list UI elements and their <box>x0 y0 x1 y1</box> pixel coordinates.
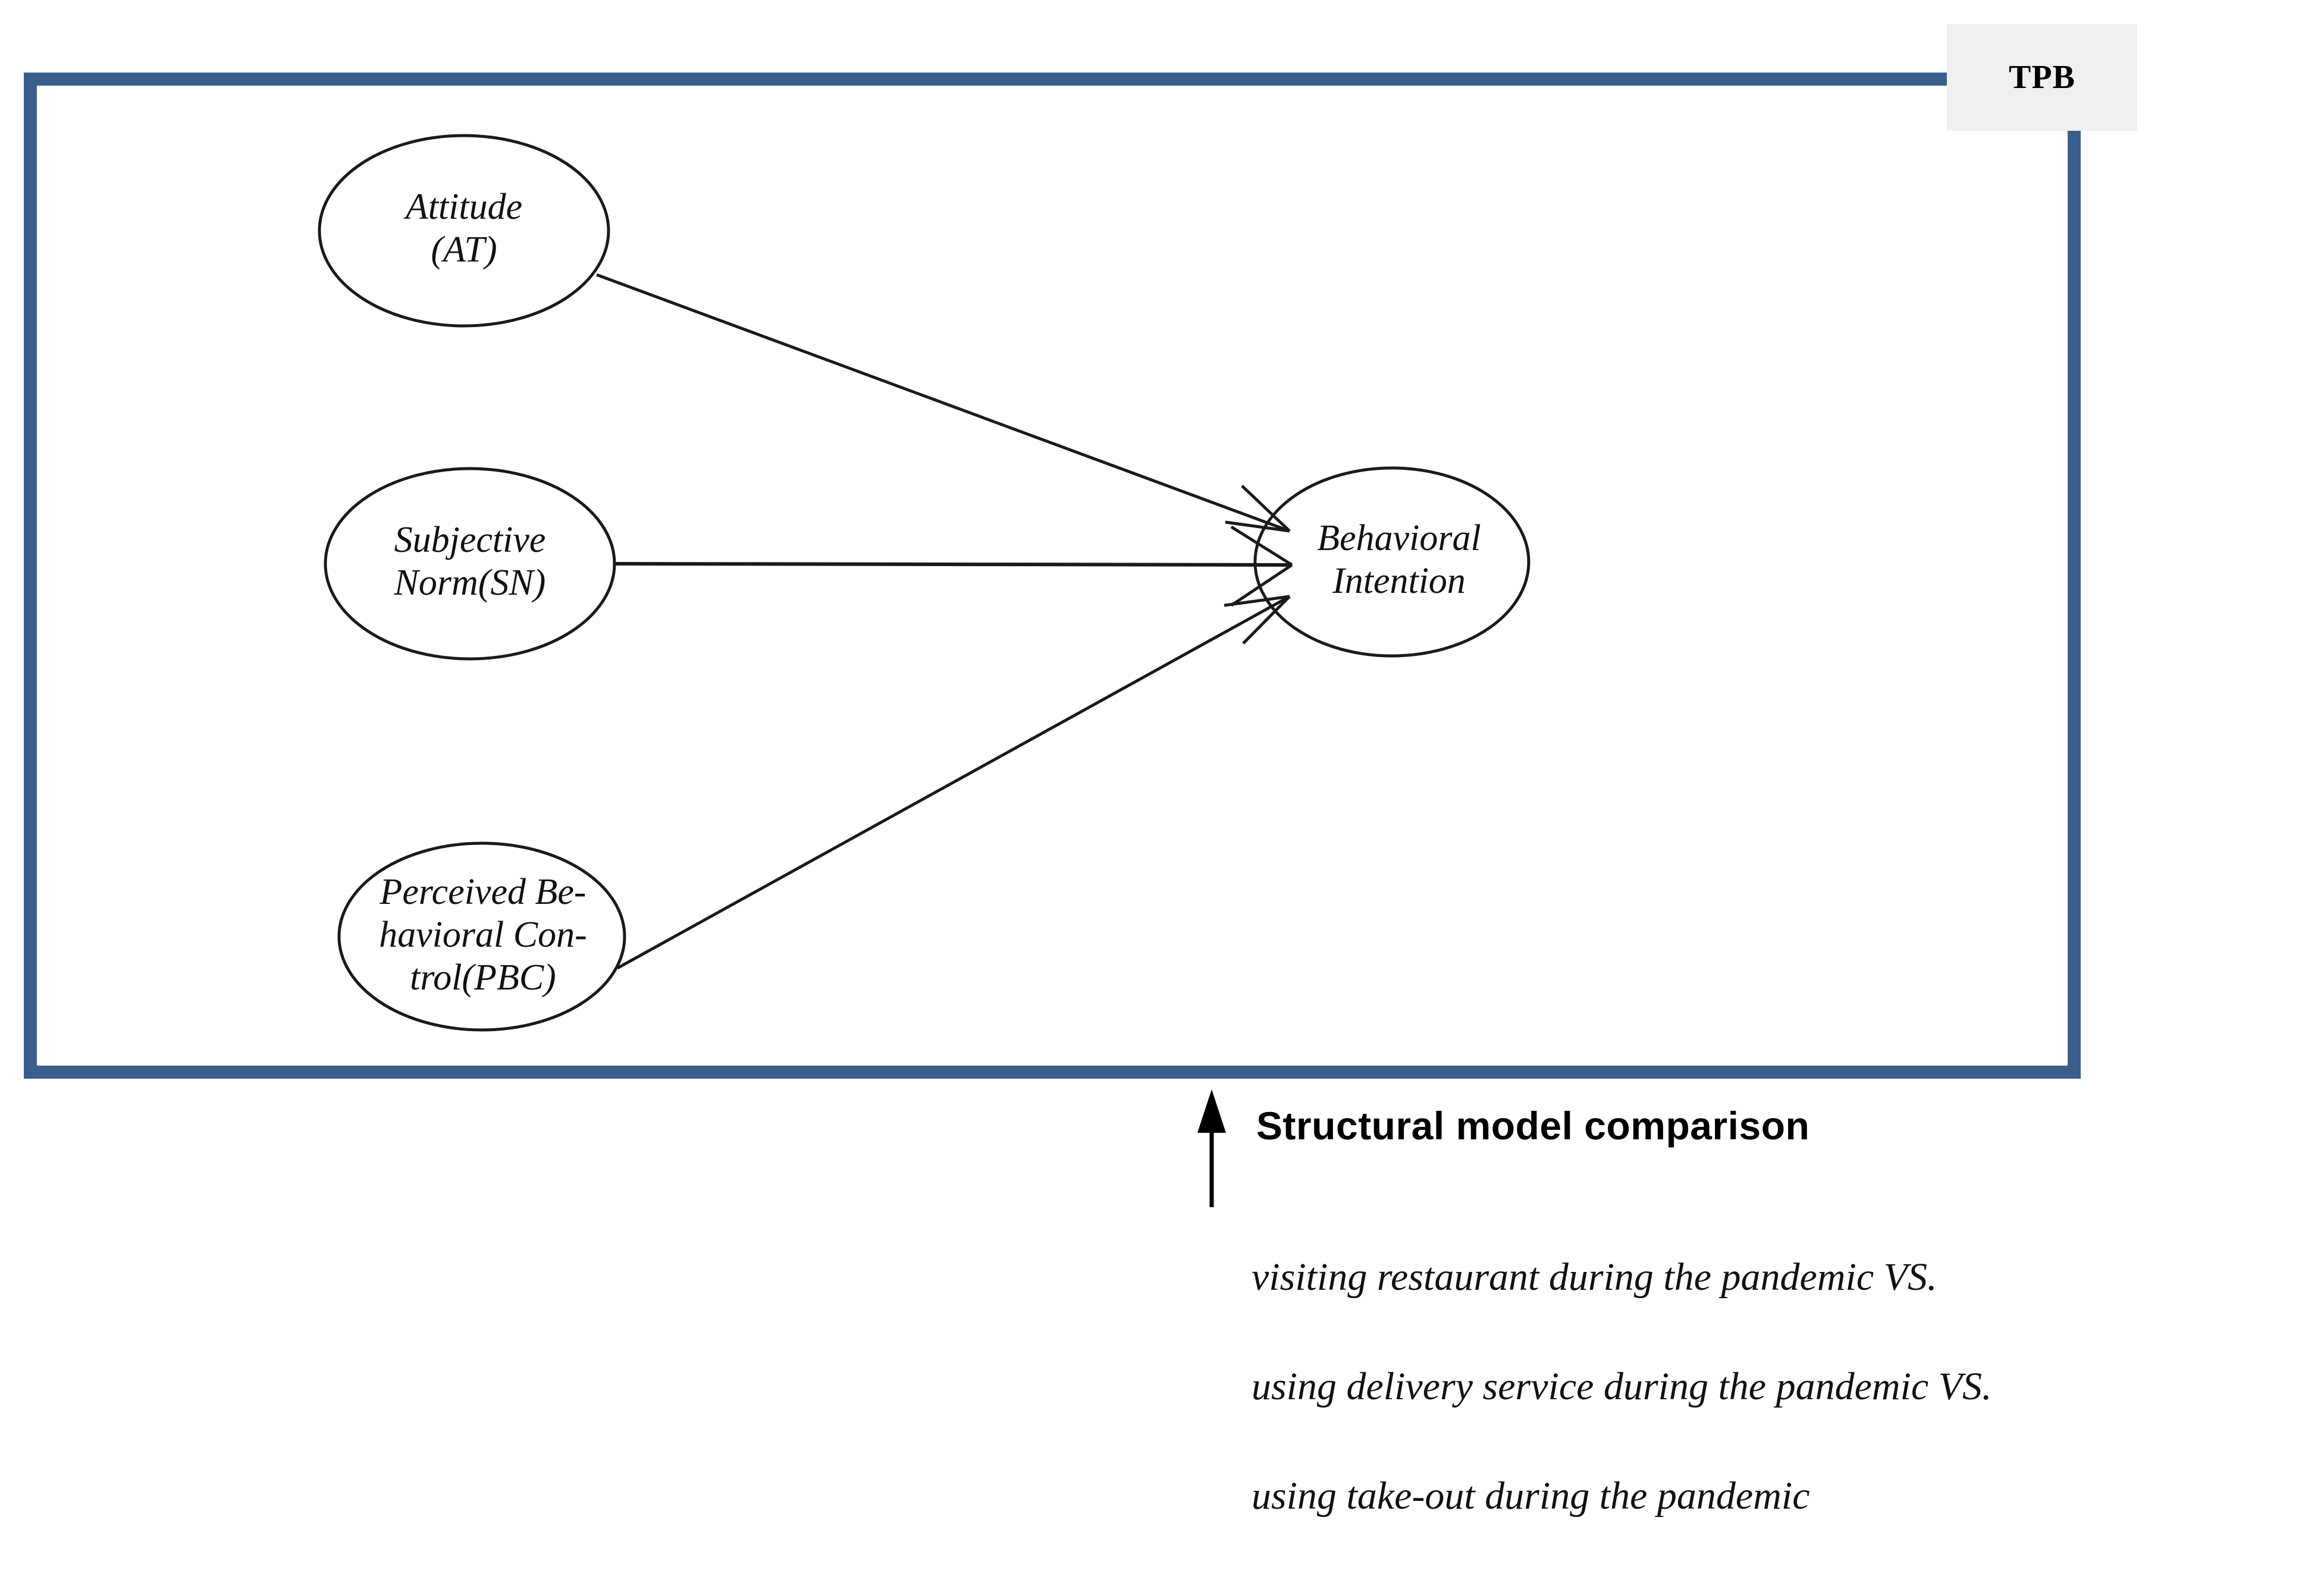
node-subjective-norm: Subjective Norm(SN) <box>324 467 616 661</box>
subjective-norm-ellipse <box>324 467 616 661</box>
pbc-ellipse <box>337 841 626 1032</box>
subjective-norm-label-line1: Subjective <box>394 520 546 560</box>
pbc-label-line1: Perceived Be- <box>379 872 586 912</box>
comparison-item-2: using delivery service during the pandem… <box>1252 1365 1992 1408</box>
attitude-label-line2: (AT) <box>431 230 497 270</box>
node-perceived-behavioral-control: Perceived Be- havioral Con- trol(PBC) <box>337 841 626 1032</box>
comparison-pointer-arrow <box>1197 1089 1226 1207</box>
pbc-label-line2: havioral Con- <box>379 915 587 955</box>
comparison-item-3: using take-out during the pandemic <box>1252 1474 1810 1518</box>
behavioral-intention-label-line1: Behavioral <box>1317 518 1481 558</box>
edge-subjective-norm-to-intention <box>615 525 1293 607</box>
structural-model-comparison-label: Structural model comparison <box>1256 1104 1810 1148</box>
edge-attitude-to-intention <box>596 273 1291 533</box>
subjective-norm-label-line2: Norm(SN) <box>394 563 546 603</box>
node-behavioral-intention: Behavioral Intention <box>1253 466 1530 658</box>
comparison-arrow-head <box>1197 1089 1226 1133</box>
edge-attitude-arrowhead <box>1225 485 1291 533</box>
tpb-model-frame <box>24 73 2081 1079</box>
edge-pbc-to-intention <box>616 595 1291 970</box>
edge-subjective-norm-arrowhead <box>1230 525 1293 607</box>
edge-pbc-arrowhead <box>1224 595 1291 645</box>
edge-pbc-line <box>616 595 1291 970</box>
pbc-label-line3: trol(PBC) <box>410 957 556 998</box>
node-attitude: Attitude (AT) <box>318 134 610 328</box>
tpb-tab: TPB <box>1947 24 2137 131</box>
edge-subjective-norm-line <box>615 562 1293 567</box>
comparison-item-1: visiting restaurant during the pandemic … <box>1252 1255 1937 1299</box>
attitude-label-line1: Attitude <box>403 187 522 227</box>
tpb-tab-label: TPB <box>2009 59 2075 96</box>
behavioral-intention-ellipse <box>1253 466 1530 658</box>
behavioral-intention-label-line2: Intention <box>1332 561 1466 601</box>
comparison-items-list: visiting restaurant during the pandemic … <box>1252 1258 2263 1516</box>
attitude-ellipse <box>318 134 610 328</box>
edge-attitude-line <box>596 273 1290 533</box>
